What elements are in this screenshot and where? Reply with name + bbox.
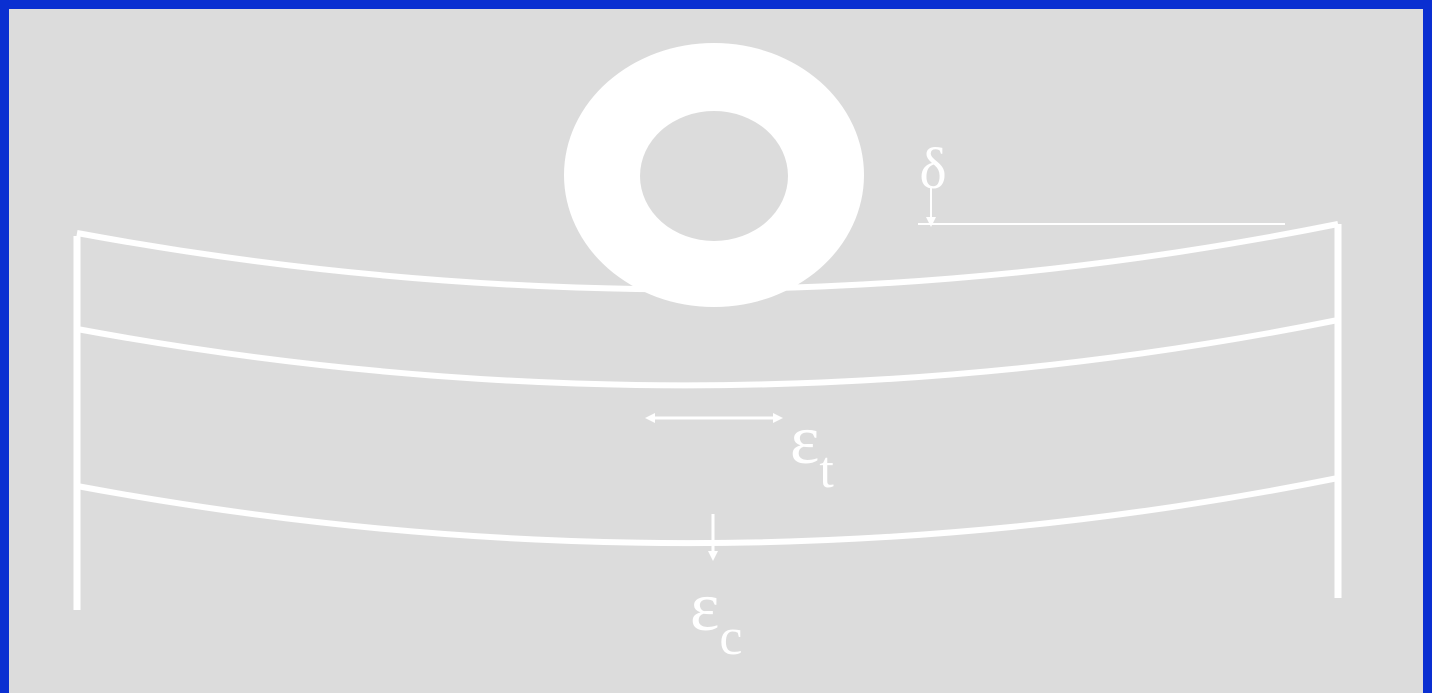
compressive-strain-symbol: ε xyxy=(690,569,719,646)
wheel-icon xyxy=(564,43,864,307)
deflection-label: δ xyxy=(919,136,946,201)
tensile-strain-symbol: ε xyxy=(790,402,819,479)
compressive-strain-label: εc xyxy=(690,569,743,666)
tensile-strain-label: εt xyxy=(790,402,834,499)
asphalt-bottom-line xyxy=(77,320,1338,385)
tensile-strain-subscript: t xyxy=(819,442,834,499)
subgrade-top-line xyxy=(77,478,1338,543)
compressive-strain-subscript: c xyxy=(719,609,742,666)
